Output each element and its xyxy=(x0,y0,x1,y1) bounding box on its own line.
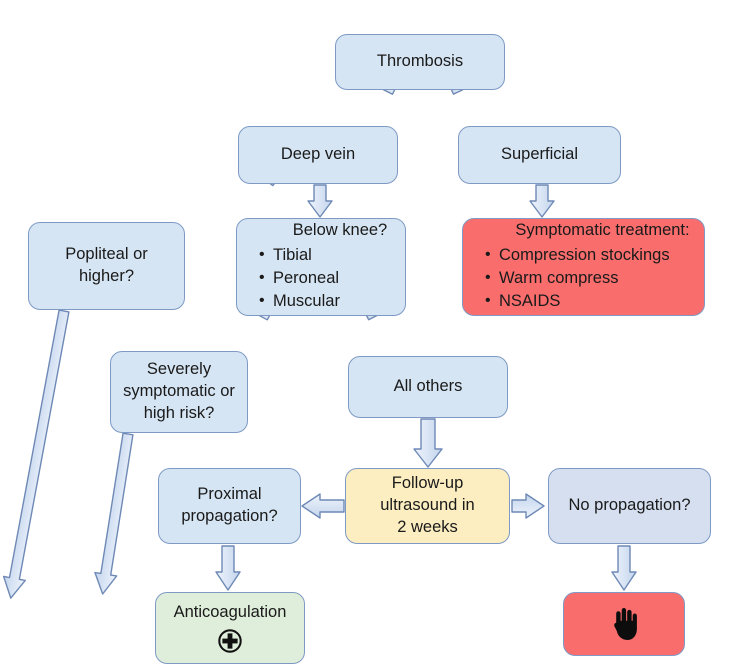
list-item: Muscular xyxy=(259,290,340,313)
node-proximal-propagation[interactable]: Proximal propagation? xyxy=(158,468,301,544)
circled-plus-icon xyxy=(218,629,242,653)
node-label-deep-vein: Deep vein xyxy=(280,145,356,164)
node-label-popliteal-or-higher: Popliteal or higher? xyxy=(65,245,148,285)
arrow-follow-up-to-no-propagation xyxy=(511,493,545,519)
node-label-severely-symptomatic: Severely symptomatic or high risk? xyxy=(123,360,235,422)
circled-plus-icon-wrap xyxy=(156,624,304,654)
arrow-severely-symptomatic-to-anticoagulation xyxy=(94,432,134,595)
node-label-symptomatic-treatment: Symptomatic treatment: xyxy=(515,221,690,240)
arrow-follow-up-to-proximal-propagation xyxy=(301,493,345,519)
arrow-all-others-to-follow-up xyxy=(413,418,443,468)
node-stop[interactable] xyxy=(563,592,685,656)
node-list-symptomatic-treatment: Compression stockingsWarm compressNSAIDS xyxy=(481,244,670,313)
node-thrombosis[interactable]: Thrombosis xyxy=(335,34,505,90)
node-below-knee[interactable]: Below knee? TibialPeronealMuscular xyxy=(236,218,406,316)
node-label-below-knee: Below knee? xyxy=(292,221,388,240)
node-label-anticoagulation: Anticoagulation xyxy=(173,603,287,622)
node-follow-up-ultrasound[interactable]: Follow-up ultrasound in 2 weeks xyxy=(345,468,510,544)
node-label-all-others: All others xyxy=(393,377,463,396)
arrow-superficial-to-symptomatic-treatment xyxy=(529,184,555,218)
node-popliteal-or-higher[interactable]: Popliteal or higher? xyxy=(28,222,185,310)
node-symptomatic-treatment[interactable]: Symptomatic treatment: Compression stocki… xyxy=(462,218,705,316)
arrow-proximal-propagation-to-anticoagulation xyxy=(215,545,241,591)
node-label-follow-up-ultrasound: Follow-up ultrasound in 2 weeks xyxy=(380,474,475,536)
node-all-others[interactable]: All others xyxy=(348,356,508,418)
node-severely-symptomatic[interactable]: Severely symptomatic or high risk? xyxy=(110,351,248,433)
list-item: Tibial xyxy=(259,244,340,267)
node-list-below-knee: TibialPeronealMuscular xyxy=(255,244,340,313)
node-label-no-propagation: No propagation? xyxy=(568,496,691,515)
arrow-deep-vein-to-below-knee xyxy=(307,184,333,218)
stop-hand-icon-wrap xyxy=(564,606,684,642)
node-label-thrombosis: Thrombosis xyxy=(376,52,464,71)
node-superficial[interactable]: Superficial xyxy=(458,126,621,184)
node-deep-vein[interactable]: Deep vein xyxy=(238,126,398,184)
node-no-propagation[interactable]: No propagation? xyxy=(548,468,711,544)
arrow-no-propagation-to-stop xyxy=(611,545,637,591)
list-item: Warm compress xyxy=(485,267,670,290)
list-item: Peroneal xyxy=(259,267,340,290)
stop-hand-icon xyxy=(614,608,637,640)
list-item: Compression stockings xyxy=(485,244,670,267)
arrow-popliteal-to-anticoagulation xyxy=(2,309,70,599)
node-anticoagulation[interactable]: Anticoagulation xyxy=(155,592,305,664)
node-label-proximal-propagation: Proximal propagation? xyxy=(181,485,278,525)
list-item: NSAIDS xyxy=(485,290,670,313)
node-label-superficial: Superficial xyxy=(500,145,579,164)
